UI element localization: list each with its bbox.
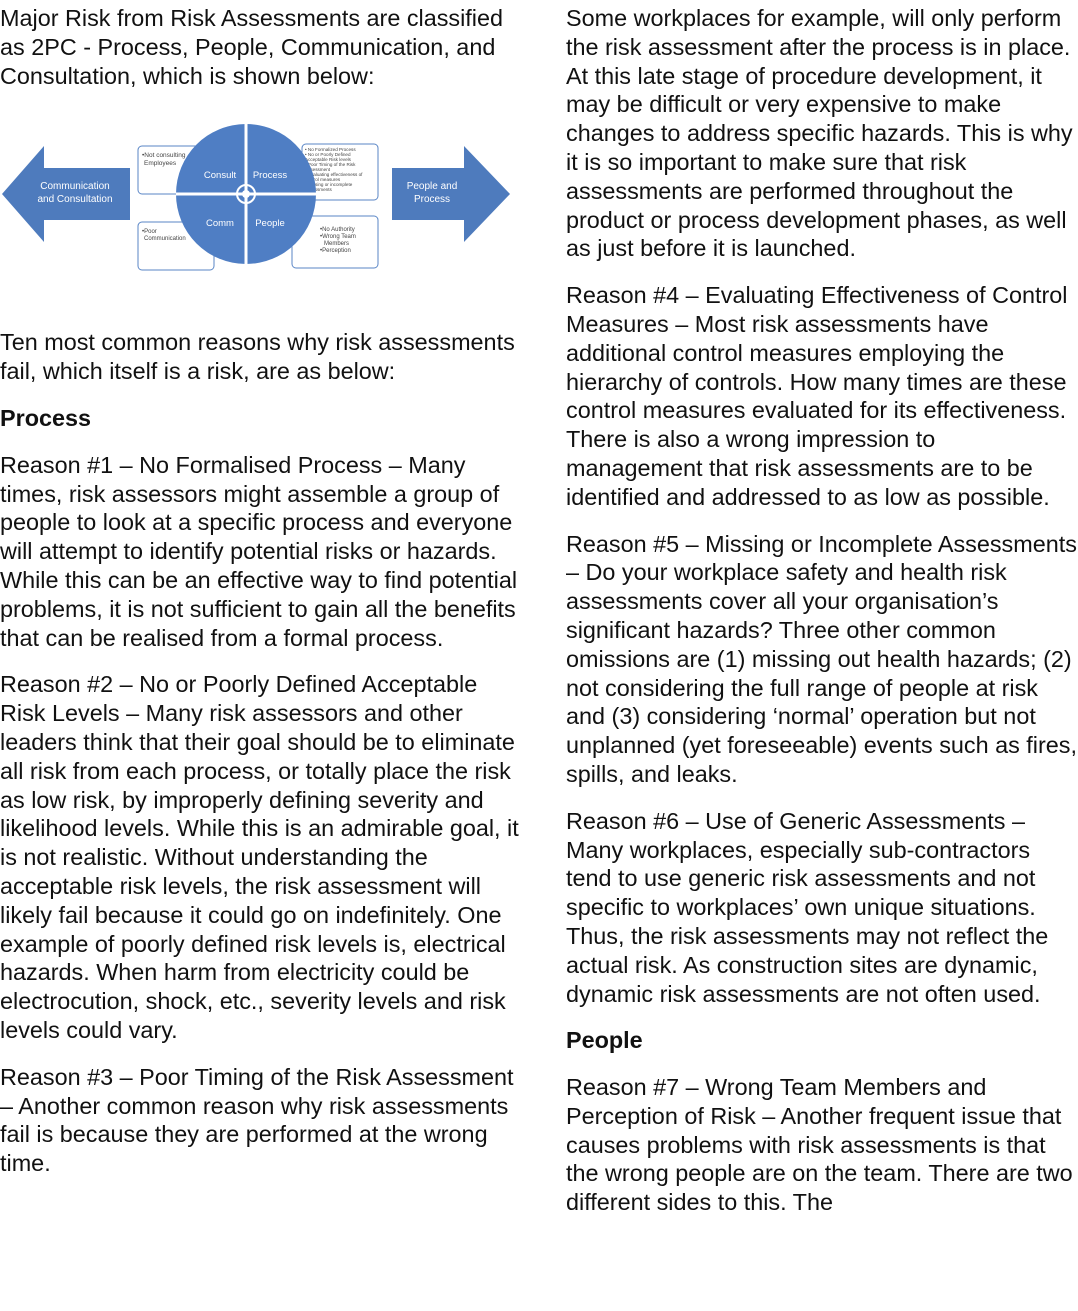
box-bottom-right-line-1: •No Authority — [320, 227, 355, 233]
intro-paragraph: Major Risk from Risk Assessments are cla… — [0, 5, 504, 89]
box-bottom-left-line-2: Communication — [144, 236, 186, 242]
box-top-right-line-9: assessments — [305, 187, 333, 192]
quadrant-people: People — [255, 218, 285, 229]
right-column: Some workplaces for example, will only p… — [566, 4, 1078, 1235]
box-top-right-line-2: • No or Poorly Defined — [305, 152, 351, 157]
left-column: Major Risk from Risk Assessments are cla… — [0, 4, 520, 1196]
right-arrow — [392, 146, 510, 243]
left-arrow-label-1: Communication — [40, 181, 109, 192]
left-arrow-label-2: and Consultation — [37, 194, 112, 205]
reason-7-paragraph-start: Reason #7 – Wrong Team Members and Perce… — [566, 1074, 1073, 1216]
quadrant-comm: Comm — [206, 218, 234, 229]
box-bottom-right-line-2: •Wrong Team — [320, 234, 356, 240]
box-top-right-line-8: • Missing or incomplete — [305, 182, 353, 187]
box-top-left-line-1: •Not consulting — [142, 152, 186, 159]
box-top-right-line-6: • Evaluating effectiveness of — [305, 172, 363, 177]
center-cycle-icon — [236, 184, 256, 205]
reason-3-paragraph-continued: Some workplaces for example, will only p… — [566, 5, 1073, 262]
box-top-right-line-4: • Poor Timing of the Risk — [305, 162, 356, 167]
2pc-diagram: Communication and Consultation People an… — [0, 108, 512, 278]
reasons-intro-paragraph: Ten most common reasons why risk assessm… — [0, 329, 515, 385]
box-bottom-right-line-3: Members — [324, 241, 349, 247]
box-bottom-left-line-1: •Poor — [142, 229, 157, 235]
box-top-right-line-5: Assessment — [305, 167, 331, 172]
reason-3-paragraph-start: Reason #3 – Poor Timing of the Risk Asse… — [0, 1063, 514, 1177]
process-heading: Process — [0, 404, 92, 431]
reason-6-paragraph: Reason #6 – Use of Generic Assessments –… — [566, 807, 1049, 1007]
right-arrow-label-1: People and — [407, 181, 458, 192]
right-arrow-label-2: Process — [414, 194, 450, 205]
reason-4-paragraph: Reason #4 – Evaluating Effectiveness of … — [566, 282, 1068, 510]
left-arrow — [2, 146, 130, 243]
reason-5-paragraph: Reason #5 – Missing or Incomplete Assess… — [566, 530, 1077, 787]
reason-1-paragraph: Reason #1 – No Formalised Process – Many… — [0, 451, 518, 651]
box-top-right-line-1: • No Formalized Process — [305, 147, 356, 152]
reason-2-paragraph: Reason #2 – No or Poorly Defined Accepta… — [0, 671, 519, 1043]
box-top-right-line-7: control measures — [305, 177, 341, 182]
box-bottom-right-line-4: •Perception — [320, 248, 351, 254]
box-top-right-line-3: Acceptable Risk levels — [305, 157, 352, 162]
people-heading: People — [566, 1027, 643, 1054]
quadrant-process: Process — [253, 170, 288, 181]
quadrant-consult: Consult — [204, 170, 237, 181]
box-top-left-line-2: Employees — [144, 160, 177, 167]
